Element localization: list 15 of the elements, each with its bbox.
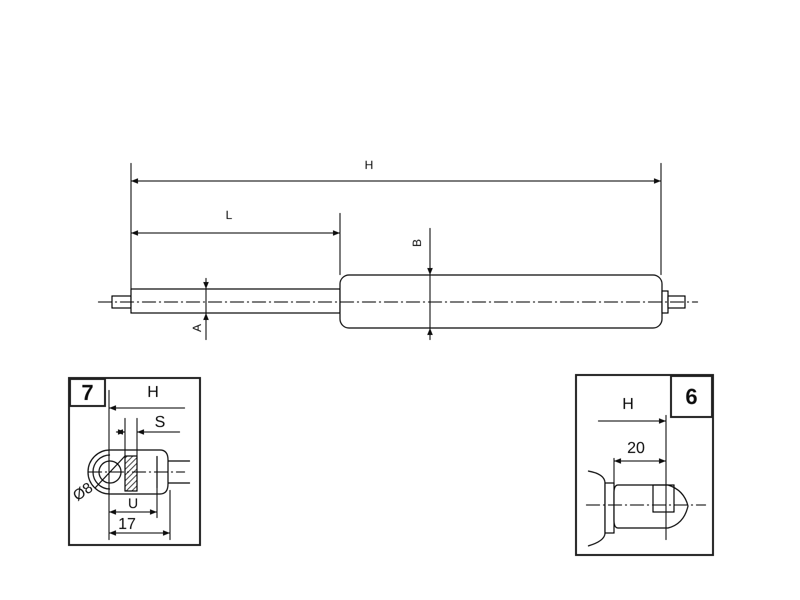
detail-number: 6 <box>670 375 713 418</box>
detail-panel <box>68 377 201 546</box>
dimension-label: L <box>226 209 232 221</box>
dimension-label: 20 <box>627 441 645 457</box>
dimension-label: S <box>154 415 166 431</box>
detail-number: 7 <box>69 378 106 407</box>
dimension-label: 17 <box>118 517 136 533</box>
dimension-label: B <box>411 239 423 247</box>
dimension-label: H <box>364 159 374 171</box>
dimension-label: U <box>128 496 138 510</box>
dimension-label: H <box>147 385 159 401</box>
detail-panel <box>575 374 714 556</box>
dimension-label: H <box>622 397 634 413</box>
dimension-label: A <box>191 324 203 332</box>
dimension-label: Ø8 <box>70 480 96 504</box>
